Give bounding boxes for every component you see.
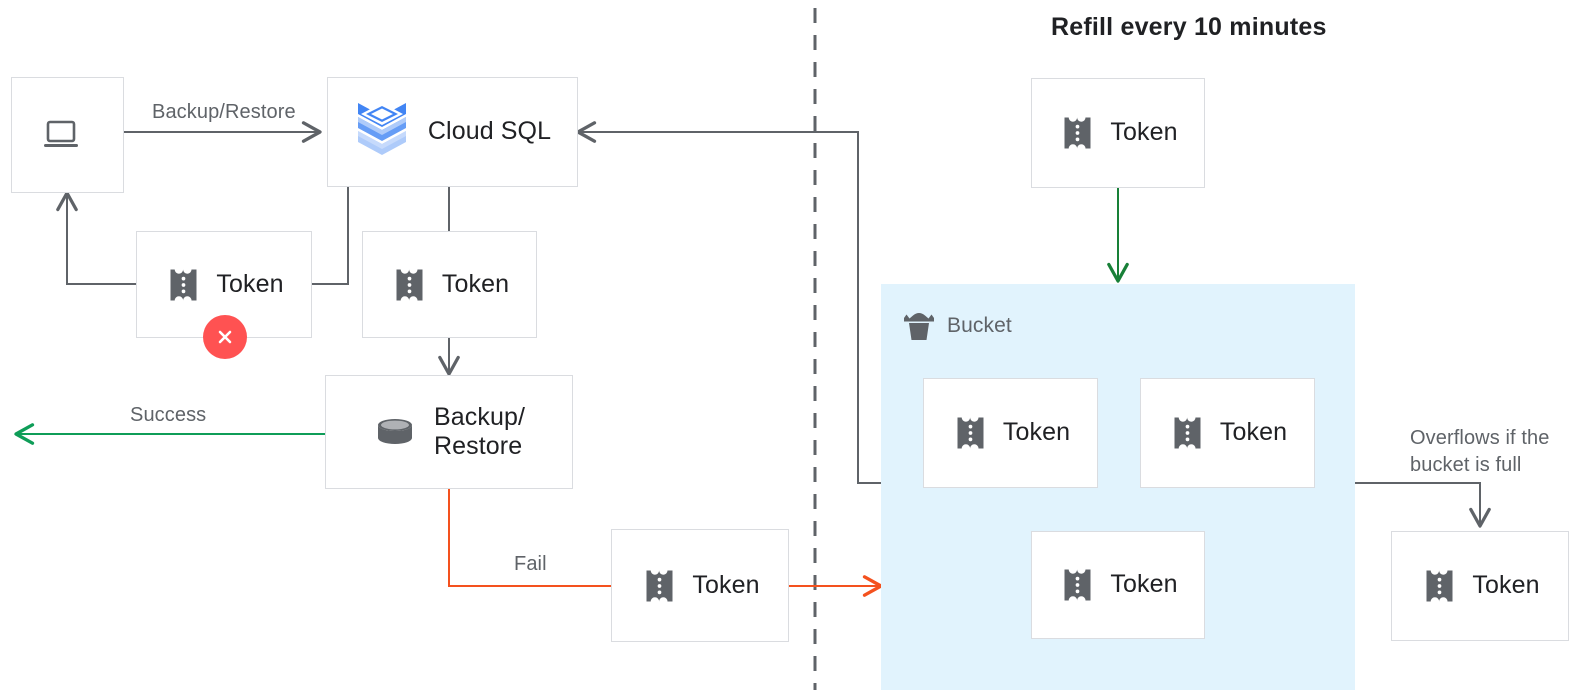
refill-title: Refill every 10 minutes <box>1051 13 1327 41</box>
node-token-bucket-1-label: Token <box>1002 418 1071 447</box>
edge-token-rejected-to-client <box>56 191 136 285</box>
node-token-overflow-label: Token <box>1472 571 1540 600</box>
node-token-refill[interactable]: Token <box>1031 78 1205 188</box>
laptop-icon <box>40 117 82 153</box>
edge-label-success: Success <box>130 404 207 426</box>
token-icon <box>1058 568 1097 602</box>
bucket-title: Bucket <box>947 314 1012 337</box>
edge-bucket-overflow <box>1355 482 1491 528</box>
node-backup-restore[interactable]: Backup/ Restore <box>325 375 573 489</box>
edge-label-overflow: Overflows if the bucket is full <box>1410 427 1550 476</box>
node-token-bucket-1[interactable]: Token <box>923 378 1098 488</box>
bucket-icon <box>902 310 936 342</box>
node-client[interactable] <box>11 77 124 193</box>
node-token-rejected-label: Token <box>216 269 284 298</box>
node-token-consumed-label: Token <box>441 269 510 298</box>
node-cloud-sql[interactable]: Cloud SQL <box>327 77 578 187</box>
token-icon <box>1420 569 1459 603</box>
node-token-fail[interactable]: Token <box>611 529 789 642</box>
node-token-fail-label: Token <box>692 570 760 599</box>
token-icon <box>1168 416 1207 450</box>
node-token-bucket-2[interactable]: Token <box>1140 378 1315 488</box>
edge-label-backup-restore: Backup/Restore <box>152 101 296 123</box>
cloud-sql-icon <box>354 100 410 164</box>
token-icon <box>164 268 203 302</box>
error-x-badge <box>203 315 247 359</box>
node-token-overflow[interactable]: Token <box>1391 531 1569 641</box>
token-icon <box>951 416 990 450</box>
edge-label-fail: Fail <box>514 553 547 575</box>
node-token-refill-label: Token <box>1110 118 1178 147</box>
database-icon <box>373 414 417 450</box>
edge-cloudsql-to-token-rejected <box>312 187 349 285</box>
node-backup-restore-label: Backup/ Restore <box>433 402 526 461</box>
node-token-bucket-3-label: Token <box>1110 570 1178 599</box>
token-icon <box>390 268 429 302</box>
node-token-consumed[interactable]: Token <box>362 231 537 338</box>
node-token-bucket-2-label: Token <box>1219 418 1288 447</box>
bucket-header: Bucket <box>902 310 1012 342</box>
node-token-bucket-3[interactable]: Token <box>1031 531 1205 639</box>
token-icon <box>640 569 679 603</box>
token-icon <box>1058 116 1097 150</box>
node-cloud-sql-label: Cloud SQL <box>427 117 552 146</box>
edge-bucket-to-cloudsql <box>576 121 881 484</box>
